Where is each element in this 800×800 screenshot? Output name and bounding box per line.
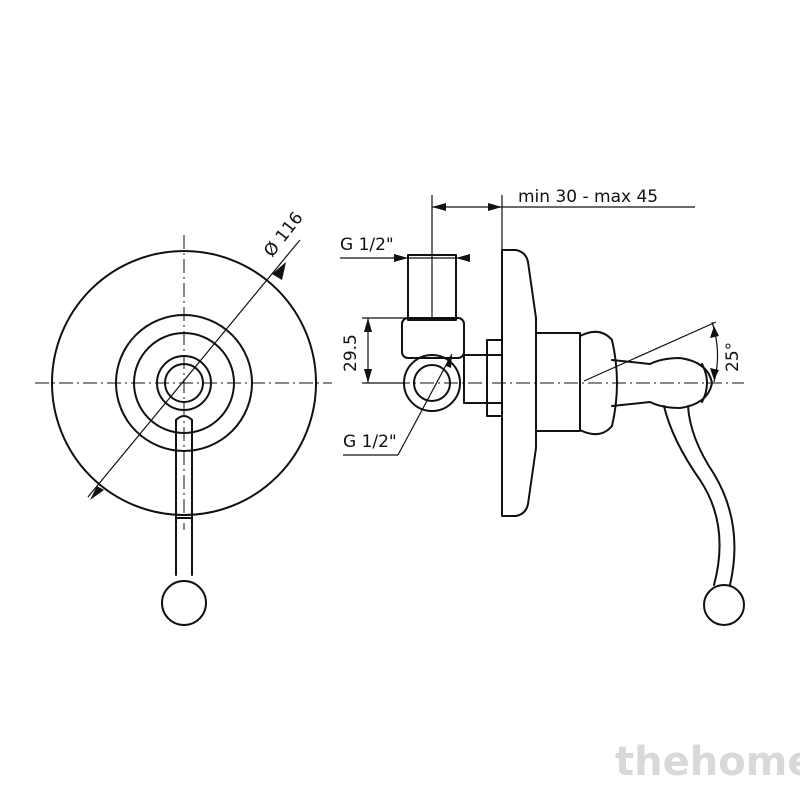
handle-hub (579, 330, 618, 436)
diameter-dimension-line (87, 251, 291, 498)
curved-lever (663, 405, 736, 586)
angle-arrow-bottom (710, 368, 719, 380)
diameter-arrow-top (272, 262, 286, 280)
upper-fitting (401, 317, 465, 359)
cover-plate-outline (51, 250, 317, 516)
angle-arrow-top (710, 326, 719, 338)
depth-label: min 30 - max 45 (518, 187, 658, 207)
height-arrow-top (364, 318, 372, 332)
bottom-thread-diagonal (397, 353, 453, 456)
lever-knob (161, 580, 207, 626)
bottom-thread-label: G 1/2" (343, 432, 397, 452)
depth-arrow-left (432, 203, 446, 211)
angle-label: 25° (723, 342, 743, 372)
side-view: min 30 - max 45 G 1/2" 29.5 G 1/2" 25° (340, 187, 745, 626)
spindle-outer (156, 355, 212, 411)
top-thread-arrow-right (456, 254, 470, 262)
wall-plate (501, 249, 537, 517)
diameter-label: Ø 116 (260, 208, 307, 261)
front-view: Ø 116 (35, 208, 332, 626)
diameter-dimension-extension (289, 239, 301, 253)
top-thread-arrow-left (394, 254, 408, 262)
cover-boss-ring (133, 332, 235, 434)
height-label: 29.5 (341, 334, 361, 372)
lever-stem-top (175, 415, 193, 421)
side-lever-knob (703, 584, 745, 626)
handle-sleeve (535, 332, 581, 432)
angle-line (583, 321, 717, 382)
watermark: thehome (615, 739, 800, 785)
top-thread-label: G 1/2" (340, 235, 394, 255)
height-arrow-bottom (364, 369, 372, 383)
valve-body (463, 354, 503, 404)
cover-inner-ring (115, 314, 253, 452)
bottom-thread-arrow (446, 354, 452, 368)
valve-flange (486, 339, 503, 417)
diameter-arrow-bottom (90, 486, 104, 500)
spindle-inner (164, 363, 204, 403)
lever-stem (175, 419, 193, 576)
depth-arrow-right (488, 203, 502, 211)
handle-neck-end (701, 363, 708, 403)
